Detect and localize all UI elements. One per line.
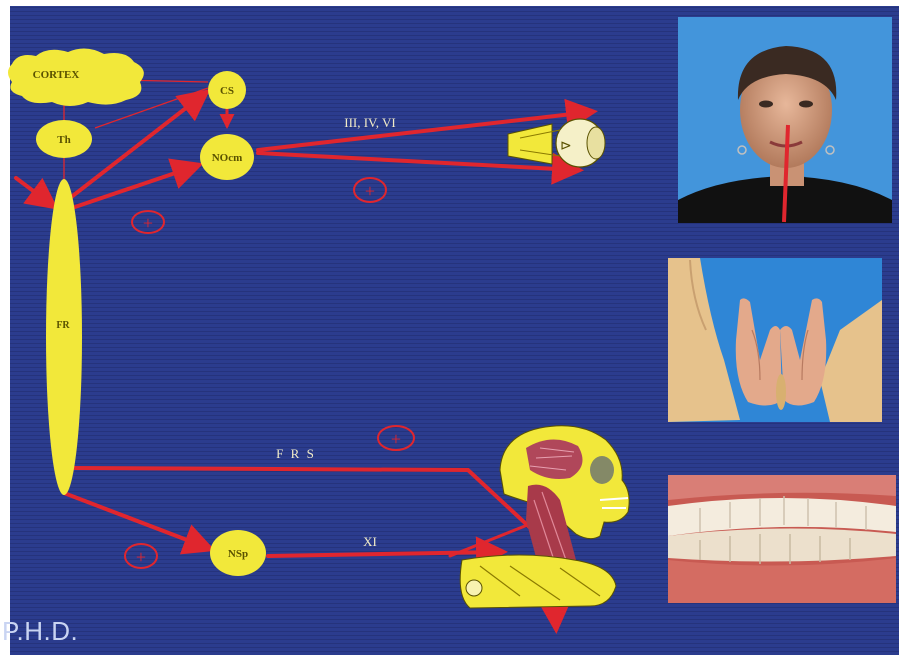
label-oculomotor-nerves: III, IV, VI (344, 115, 396, 130)
svg-text:⊳: ⊳ (560, 139, 572, 154)
label-frs: F R S (276, 446, 316, 461)
fr-node: FR (46, 179, 82, 495)
cs-label: CS (220, 85, 234, 97)
nocm-label: NOcm (212, 152, 243, 164)
nsp-node: NSp (210, 530, 266, 576)
nocm-node: NOcm (200, 134, 254, 180)
cs-node: CS (208, 71, 246, 109)
face-midline-photo (678, 17, 892, 223)
cortex-node: CORTEX (8, 48, 144, 106)
svg-text:+: + (136, 547, 146, 567)
svg-text:+: + (391, 429, 401, 449)
footer-credit: P.H.D. (2, 616, 78, 647)
teeth-occlusion-photo (668, 475, 896, 603)
hands-photo (668, 258, 882, 422)
th-label: Th (57, 134, 70, 146)
nsp-label: NSp (228, 548, 248, 560)
cortex-label: CORTEX (33, 69, 80, 81)
svg-text:+: + (365, 181, 375, 201)
svg-text:+: + (143, 213, 153, 233)
label-xi: XI (363, 534, 377, 549)
th-node: Th (36, 120, 92, 158)
fr-label: FR (56, 320, 70, 331)
